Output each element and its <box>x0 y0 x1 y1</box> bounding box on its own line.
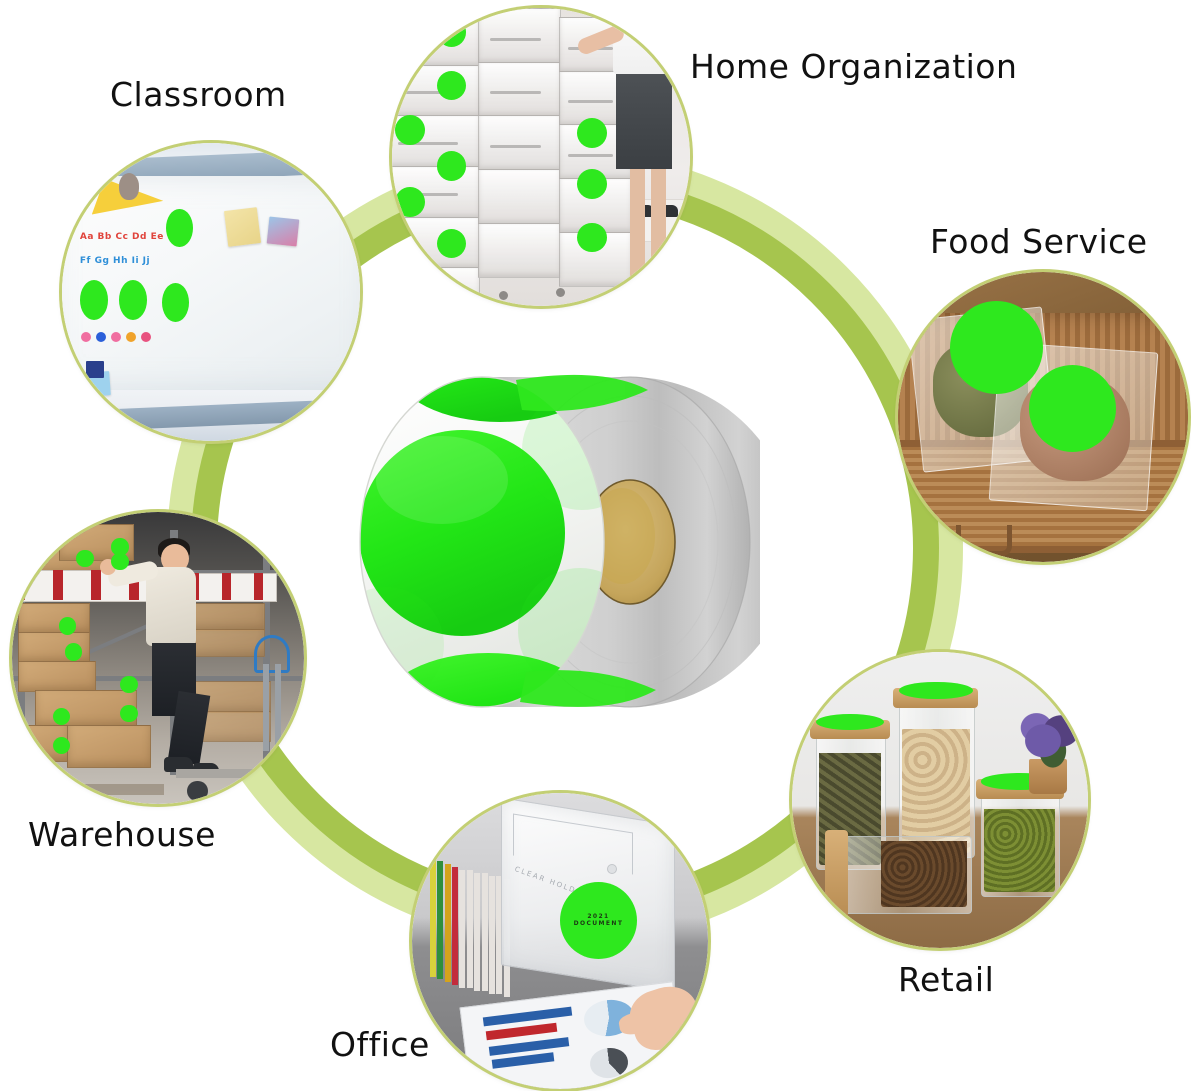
scene-circle-retail <box>792 652 1088 948</box>
scene-circle-food-service <box>898 272 1188 562</box>
green-dot-sticker <box>118 280 147 321</box>
green-dot-sticker <box>436 70 467 101</box>
classroom-alphabet-row-2: Ff Gg Hh Ii Jj <box>79 256 151 267</box>
green-dot-sticker <box>436 151 467 181</box>
green-dot-sticker-document: 2021 DOCUMENT <box>560 881 637 959</box>
green-dot-sticker <box>394 186 425 217</box>
green-dot-sticker <box>166 208 194 248</box>
retail-photo <box>792 652 1088 948</box>
home-organization-photo <box>392 8 690 306</box>
green-dot-sticker <box>52 736 71 755</box>
green-dot-sticker <box>79 280 109 321</box>
green-dot-sticker <box>898 681 973 700</box>
green-dot-sticker <box>394 115 425 146</box>
green-dot-sticker <box>576 118 607 149</box>
product-label-roll <box>330 330 795 760</box>
classroom-photo: Aa Bb Cc Dd Ee Ff Gg Hh Ii Jj <box>62 143 360 441</box>
scene-circle-home-organization <box>392 8 690 306</box>
food-service-photo <box>898 272 1188 562</box>
scene-label-retail: Retail <box>898 960 995 999</box>
scene-circle-classroom: Aa Bb Cc Dd Ee Ff Gg Hh Ii Jj <box>62 143 360 441</box>
sticker-year: 2021 <box>587 913 610 921</box>
green-dot-sticker <box>1028 364 1116 452</box>
green-dot-sticker <box>120 675 138 694</box>
green-dot-sticker <box>76 549 94 568</box>
green-dot-sticker <box>58 617 77 635</box>
green-dot-sticker <box>111 552 129 571</box>
scene-label-classroom: Classroom <box>110 75 287 114</box>
classroom-alphabet-row-1: Aa Bb Cc Dd Ee <box>79 232 164 243</box>
green-dot-sticker <box>576 168 607 199</box>
scene-circle-office: CLEAR HOLD 2021 DOCUMENT <box>412 793 708 1089</box>
green-dot-sticker <box>815 714 884 731</box>
office-photo: CLEAR HOLD 2021 DOCUMENT <box>412 793 708 1089</box>
green-dot-sticker <box>576 222 607 253</box>
green-dot-sticker <box>120 704 138 723</box>
scene-label-warehouse: Warehouse <box>28 815 216 854</box>
green-dot-sticker <box>161 283 189 322</box>
green-dot-sticker <box>111 538 129 556</box>
scene-label-office: Office <box>330 1025 430 1064</box>
scene-label-home-organization: Home Organization <box>690 47 1018 86</box>
green-dot-sticker <box>64 643 83 661</box>
warehouse-photo <box>12 512 304 804</box>
scene-circle-warehouse <box>12 512 304 804</box>
scene-label-food-service: Food Service <box>930 222 1148 261</box>
sticker-word: DOCUMENT <box>573 920 624 928</box>
green-dot-sticker <box>52 707 71 726</box>
green-dot-sticker <box>950 301 1043 394</box>
green-dot-sticker <box>436 16 467 47</box>
green-dot-sticker <box>436 228 467 259</box>
